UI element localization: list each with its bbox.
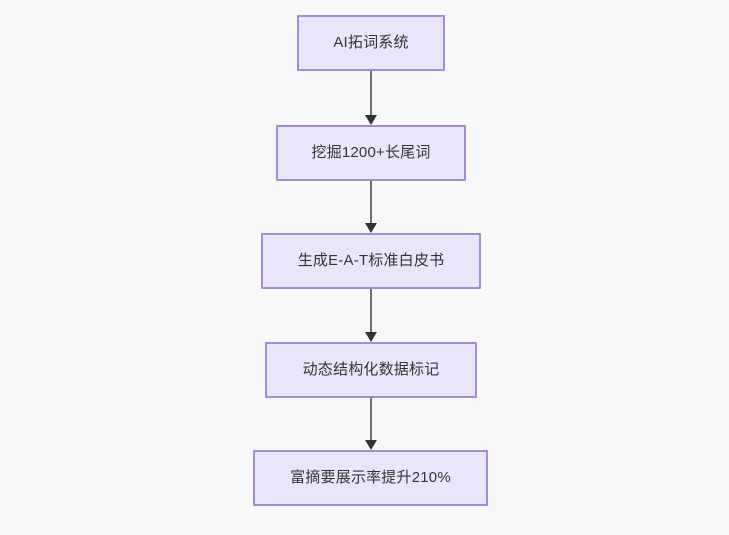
arrowhead-icon [365, 115, 377, 125]
node-label: 生成E-A-T标准白皮书 [297, 252, 445, 269]
node-label: 挖掘1200+长尾词 [311, 144, 431, 161]
flowchart-node-dynamic-structured-data-markup[interactable]: 动态结构化数据标记 [265, 342, 477, 398]
node-label: AI拓词系统 [333, 34, 409, 51]
flowchart-node-rich-snippet-impression-lift[interactable]: 富摘要展示率提升210% [253, 450, 488, 506]
arrowhead-icon [365, 223, 377, 233]
arrowhead-icon [365, 332, 377, 342]
node-label: 富摘要展示率提升210% [290, 469, 451, 486]
node-label: 动态结构化数据标记 [302, 361, 440, 378]
flowchart-node-mine-longtail-keywords[interactable]: 挖掘1200+长尾词 [276, 125, 466, 181]
arrowhead-icon [365, 440, 377, 450]
flowchart-node-generate-eat-whitepaper[interactable]: 生成E-A-T标准白皮书 [261, 233, 481, 289]
flowchart-node-ai-keyword-system[interactable]: AI拓词系统 [297, 15, 445, 71]
